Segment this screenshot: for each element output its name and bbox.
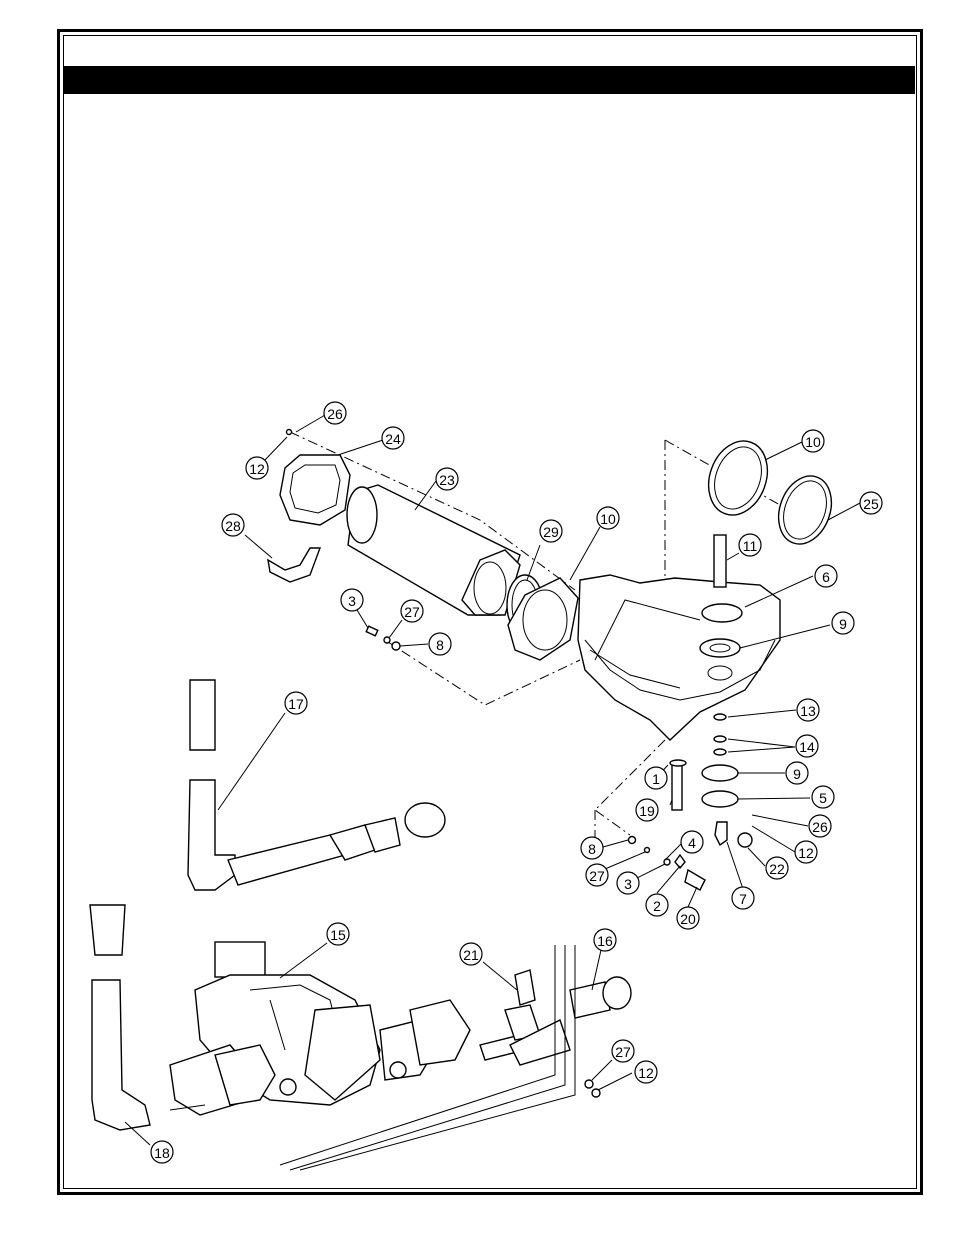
callout-number: 23 — [439, 472, 455, 488]
callout-number: 12 — [249, 461, 265, 477]
callout-9: 9 — [786, 762, 808, 784]
callout-number: 2 — [653, 898, 661, 914]
callout-number: 27 — [615, 1044, 631, 1060]
callout-number: 3 — [624, 876, 632, 892]
callout-number: 28 — [225, 518, 241, 534]
flange-25 — [770, 469, 841, 552]
callout-number: 27 — [589, 868, 605, 884]
callout-number: 14 — [799, 739, 815, 755]
callout-number: 10 — [805, 434, 821, 450]
flange-ring-24 — [280, 455, 350, 525]
callout-10: 10 — [802, 430, 824, 452]
callout-14: 14 — [796, 735, 818, 757]
callout-3: 3 — [341, 589, 363, 611]
callout-24: 24 — [382, 427, 404, 449]
callout-number: 24 — [385, 431, 401, 447]
strap-28 — [268, 548, 320, 582]
callout-8: 8 — [429, 633, 451, 655]
callout-12: 12 — [795, 841, 817, 863]
callout-number: 13 — [800, 703, 816, 719]
callout-number: 26 — [327, 406, 343, 422]
callout-27: 27 — [586, 864, 608, 886]
callout-number: 9 — [839, 616, 847, 632]
cylinder-23 — [347, 485, 520, 615]
callout-17: 17 — [285, 692, 307, 714]
callout-number: 11 — [743, 538, 758, 554]
callout-number: 12 — [798, 845, 814, 861]
pipe-18 — [90, 905, 150, 1130]
callout-number: 5 — [819, 790, 827, 806]
callout-27: 27 — [612, 1040, 634, 1062]
callout-19: 19 — [636, 799, 658, 821]
callout-7: 7 — [732, 887, 754, 909]
callout-10: 10 — [597, 507, 619, 529]
pipe-17 — [188, 680, 445, 890]
callout-5: 5 — [812, 786, 834, 808]
callout-15: 15 — [327, 923, 349, 945]
callout-number: 15 — [330, 927, 346, 943]
callout-number: 9 — [793, 766, 801, 782]
callout-number: 4 — [688, 835, 696, 851]
callout-28: 28 — [222, 514, 244, 536]
callout-number: 25 — [863, 496, 879, 512]
callout-number: 10 — [600, 511, 616, 527]
callout-number: 16 — [597, 933, 613, 949]
callout-number: 29 — [543, 524, 559, 540]
callout-number: 20 — [680, 911, 696, 927]
callout-number: 27 — [404, 604, 420, 620]
callout-number: 7 — [739, 891, 747, 907]
callout-12: 12 — [246, 457, 268, 479]
callout-number: 19 — [639, 803, 655, 819]
callout-1: 1 — [645, 767, 667, 789]
callout-26: 26 — [809, 815, 831, 837]
callout-3: 3 — [617, 872, 639, 894]
callout-number: 12 — [638, 1065, 654, 1081]
callout-8: 8 — [581, 837, 603, 859]
callout-9: 9 — [832, 612, 854, 634]
callout-number: 17 — [288, 696, 304, 712]
callout-2: 2 — [646, 894, 668, 916]
callout-4: 4 — [681, 831, 703, 853]
callout-22: 22 — [766, 857, 788, 879]
callout-23: 23 — [436, 468, 458, 490]
callout-18: 18 — [151, 1141, 173, 1163]
callout-number: 8 — [588, 841, 596, 857]
callout-number: 3 — [348, 593, 356, 609]
callout-number: 22 — [769, 861, 785, 877]
callout-27: 27 — [401, 600, 423, 622]
callout-number: 6 — [822, 569, 830, 585]
callout-number: 18 — [154, 1145, 170, 1161]
callout-21: 21 — [460, 943, 482, 965]
callout-13: 13 — [797, 699, 819, 721]
callout-26: 26 — [324, 402, 346, 424]
callout-16: 16 — [594, 929, 616, 951]
callout-number: 21 — [463, 947, 479, 963]
callout-11: 11 — [739, 534, 761, 556]
callout-number: 1 — [652, 771, 660, 787]
callout-12: 12 — [635, 1061, 657, 1083]
callout-20: 20 — [677, 907, 699, 929]
callout-number: 8 — [436, 637, 444, 653]
flange-10-right — [699, 433, 778, 524]
callout-6: 6 — [815, 565, 837, 587]
callout-number: 26 — [812, 819, 828, 835]
callout-29: 29 — [540, 520, 562, 542]
callout-25: 25 — [860, 492, 882, 514]
